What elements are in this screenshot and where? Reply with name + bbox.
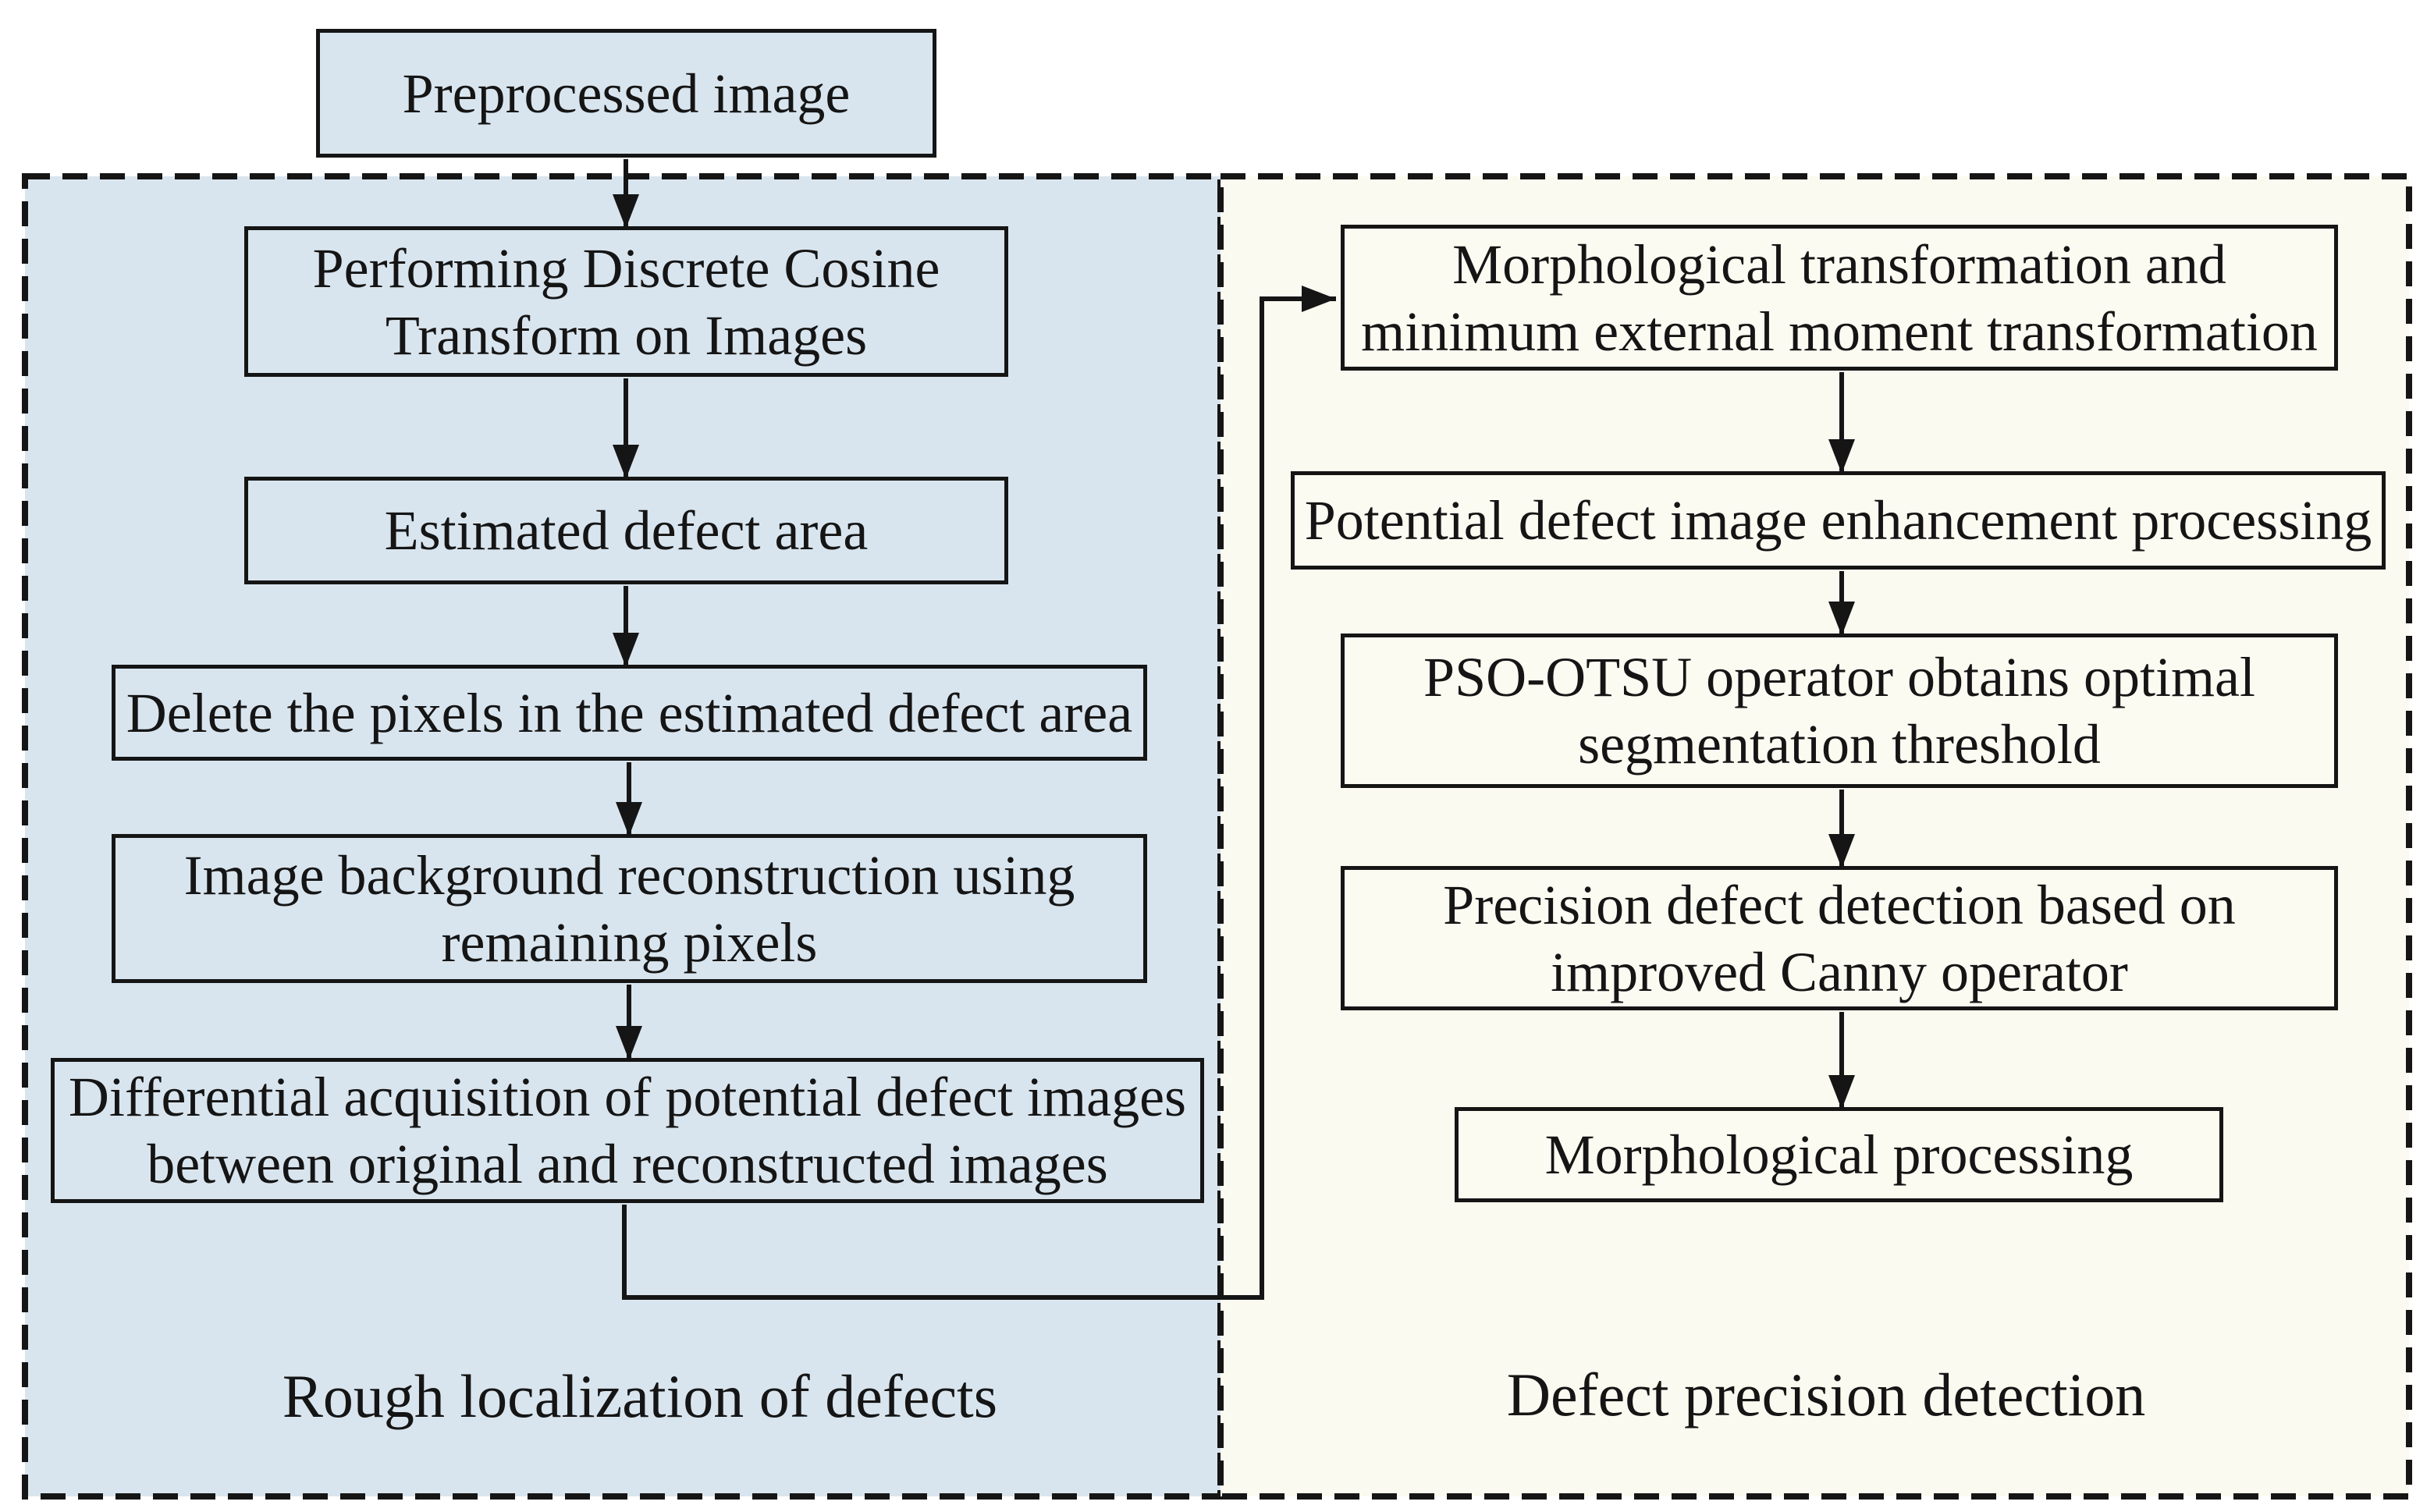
flow-box-estimated-defect-area: Estimated defect area	[244, 477, 1008, 584]
flow-box-label: Preprocessed image	[402, 62, 851, 125]
flow-box-label: Estimated defect area	[384, 499, 869, 562]
flow-box-label: Morphological processing	[1544, 1123, 2134, 1186]
flow-box-delete-pixels: Delete the pixels in the estimated defec…	[112, 665, 1147, 761]
flow-box-canny-detection: Precision defect detection based on impr…	[1341, 866, 2338, 1010]
flow-box-label: Potential defect image enhancement proce…	[1304, 489, 2372, 552]
flow-box-morphological-processing: Morphological processing	[1455, 1107, 2223, 1202]
flow-box-label: Precision defect detection based on impr…	[1443, 873, 2236, 1003]
flow-box-label: Morphological transformation and minimum…	[1361, 232, 2318, 363]
flow-box-pso-otsu-threshold: PSO-OTSU operator obtains optimal segmen…	[1341, 634, 2338, 788]
flow-box-preprocessed-image: Preprocessed image	[316, 29, 936, 158]
flow-box-label: Image background reconstruction using re…	[183, 843, 1075, 974]
section-label-defect-precision: Defect precision detection	[1506, 1361, 2146, 1429]
flow-box-background-reconstruction: Image background reconstruction using re…	[112, 834, 1147, 983]
flow-box-label: Performing Discrete Cosine Transform on …	[312, 236, 940, 367]
flow-box-morphological-transformation: Morphological transformation and minimum…	[1341, 225, 2338, 371]
flow-box-discrete-cosine-transform: Performing Discrete Cosine Transform on …	[244, 226, 1008, 377]
flow-box-label: Delete the pixels in the estimated defec…	[126, 681, 1133, 744]
connector-differential-to-morph-transform	[622, 286, 1336, 1300]
right-region	[1217, 173, 2412, 1500]
section-label-rough-localization: Rough localization of defects	[282, 1362, 998, 1430]
flow-box-differential-acquisition: Differential acquisition of potential de…	[51, 1058, 1204, 1203]
flow-box-image-enhancement: Potential defect image enhancement proce…	[1291, 471, 2386, 570]
flow-box-label: PSO-OTSU operator obtains optimal segmen…	[1423, 646, 2255, 776]
flow-box-label: Differential acquisition of potential de…	[68, 1066, 1187, 1195]
